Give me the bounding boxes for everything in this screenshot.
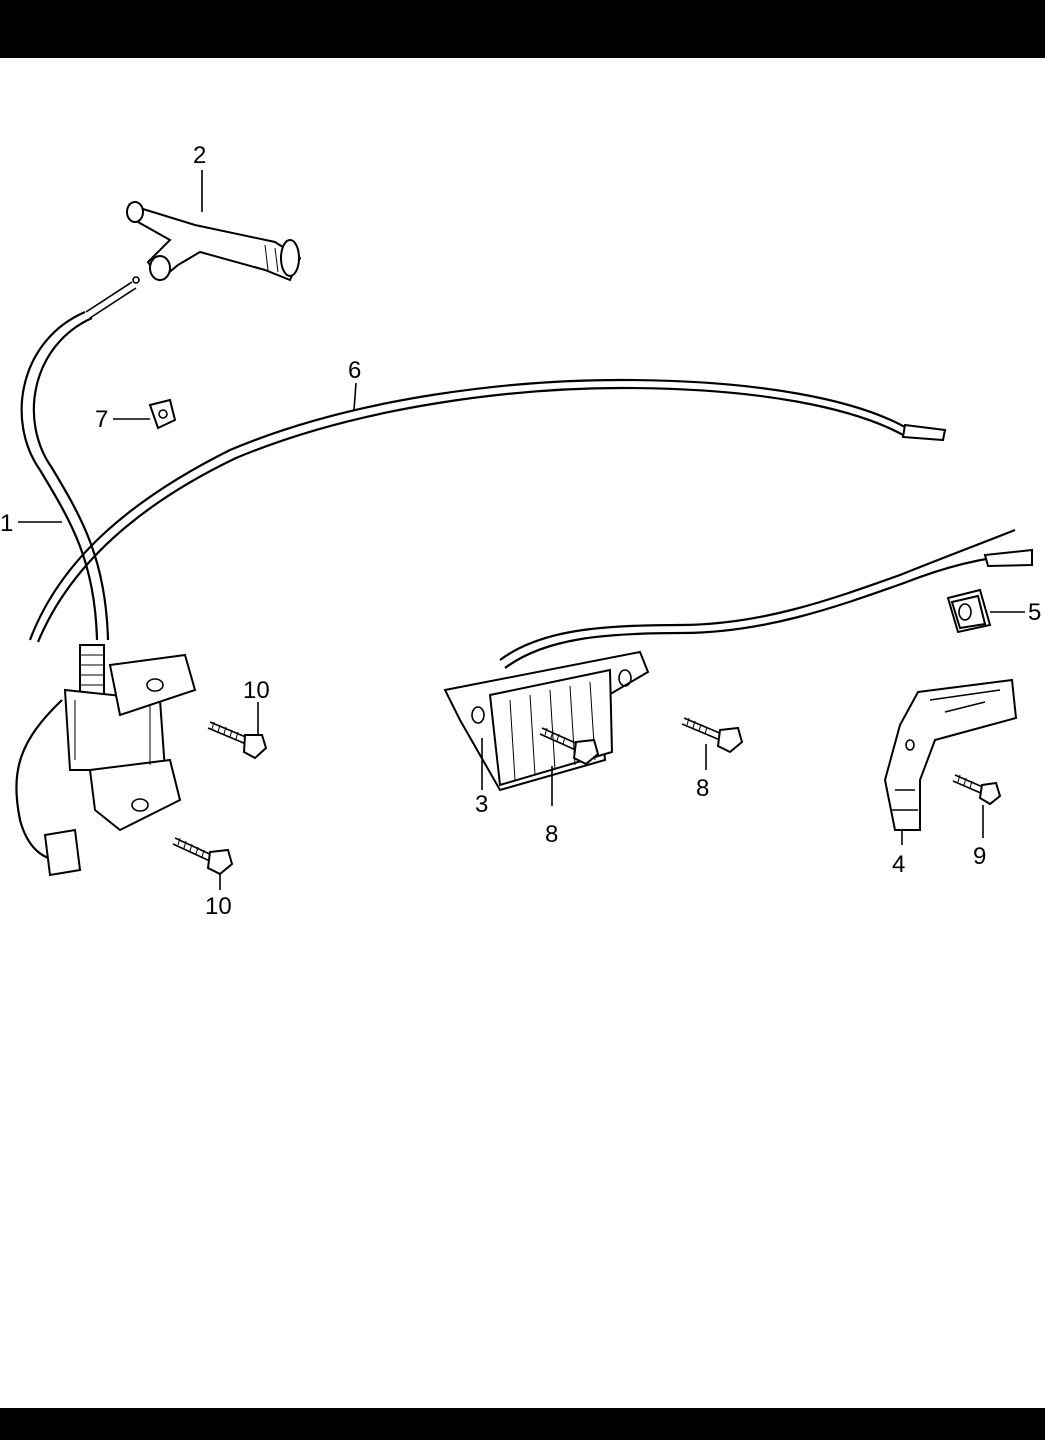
callout-4: 4 — [892, 851, 905, 878]
screw-part-9 — [953, 775, 1000, 804]
callout-5: 5 — [1028, 599, 1041, 626]
ignition-coil-cable-part-1 — [16, 277, 195, 875]
leader-line-6 — [354, 383, 356, 410]
lighting-coil-part-3 — [445, 530, 1032, 790]
callout-8-right: 8 — [696, 775, 709, 802]
grommet-part-5 — [948, 590, 990, 632]
bracket-part-4 — [885, 680, 1016, 830]
callout-3: 3 — [475, 791, 488, 818]
callout-2: 2 — [193, 142, 206, 169]
callout-10-upper: 10 — [243, 677, 270, 704]
callout-10-lower: 10 — [205, 893, 232, 920]
bolt-part-10-lower — [173, 838, 232, 874]
clip-part-7 — [150, 400, 175, 428]
screw-part-8-right — [682, 718, 742, 752]
callout-7: 7 — [95, 406, 108, 433]
callout-1: 1 — [0, 510, 13, 537]
callout-9: 9 — [973, 843, 986, 870]
callout-6: 6 — [348, 357, 361, 384]
spark-plug-cap-part-2 — [127, 202, 300, 280]
callout-8-left: 8 — [545, 821, 558, 848]
